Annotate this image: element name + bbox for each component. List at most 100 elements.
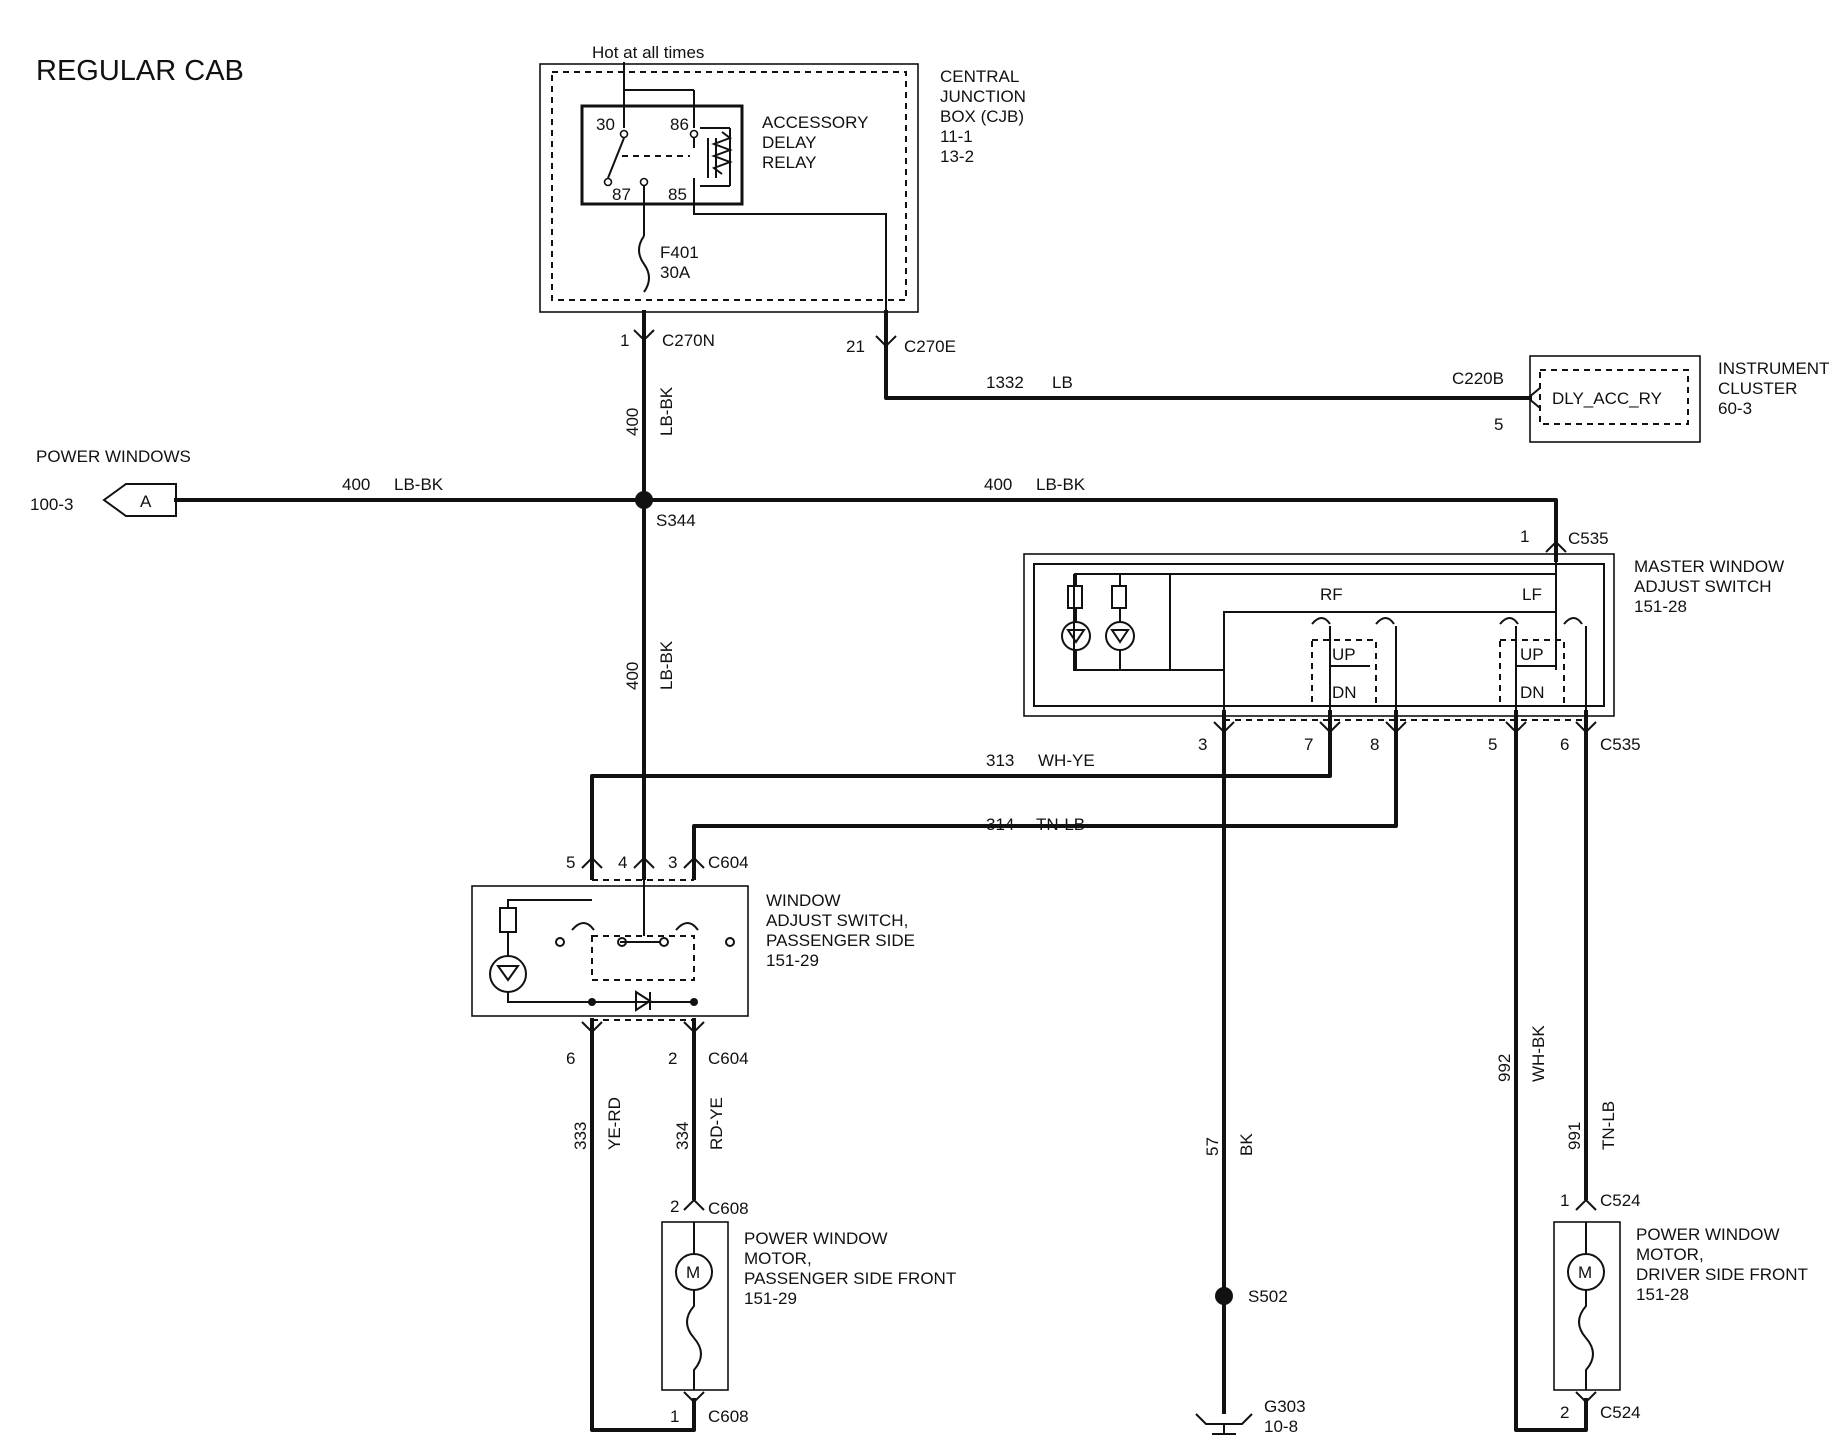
wire-313-circuit: 313 — [986, 751, 1014, 770]
passenger-switch-pin-2: 2 — [668, 1049, 677, 1068]
wire-333-circuit: 333 — [571, 1122, 590, 1150]
passenger-motor-label-3: PASSENGER SIDE FRONT — [744, 1269, 956, 1288]
wire-400-right-circuit: 400 — [984, 475, 1012, 494]
connector-c270n: 1 C270N — [620, 329, 715, 350]
instrument-cluster: C220B 5 DLY_ACC_RY INSTRUMENT CLUSTER 60… — [1452, 355, 1829, 443]
relay-label-line2: DELAY — [762, 133, 817, 152]
splice-s502-label: S502 — [1248, 1287, 1288, 1306]
power-windows-label: POWER WINDOWS — [36, 447, 191, 466]
relay-pin-85: 85 — [668, 185, 687, 204]
wire-400-low-circuit: 400 — [623, 662, 642, 690]
driver-motor-label-2: MOTOR, — [1636, 1245, 1704, 1264]
wire-313 — [590, 710, 1332, 880]
c270e-label: C270E — [904, 337, 956, 356]
master-rf-label: RF — [1320, 585, 1343, 604]
cjb-dashed-boundary — [551, 71, 907, 301]
connector-a-label: A — [140, 492, 152, 511]
master-lf-label: LF — [1522, 585, 1542, 604]
passenger-motor-bottom-pin: 1 — [670, 1407, 679, 1426]
c270n-pin: 1 — [620, 331, 629, 350]
passenger-switch-label-1: WINDOW — [766, 891, 841, 910]
instrument-cluster-label-2: CLUSTER — [1718, 379, 1797, 398]
master-switch-label-2: ADJUST SWITCH — [1634, 577, 1772, 596]
wire-1332-color: LB — [1052, 373, 1073, 392]
passenger-switch-pin-5: 5 — [566, 853, 575, 872]
driver-motor-bottom-pin: 2 — [1560, 1403, 1569, 1422]
splice-s344-label: S344 — [656, 511, 696, 530]
wire-400-top-circuit: 400 — [623, 408, 642, 436]
wire-400-horizontal — [174, 498, 1558, 562]
power-windows-connector-a: POWER WINDOWS 100-3 A — [30, 447, 191, 517]
master-switch-label-3: 151-28 — [1634, 597, 1687, 616]
cjb-label-line2: JUNCTION — [940, 87, 1026, 106]
c270e-pin: 21 — [846, 337, 865, 356]
master-top-pin: 1 — [1520, 527, 1529, 546]
passenger-switch-label-4: 151-29 — [766, 951, 819, 970]
wire-992-circuit: 992 — [1495, 1054, 1514, 1082]
power-windows-page: 100-3 — [30, 495, 73, 514]
wire-992-color: WH-BK — [1529, 1025, 1548, 1082]
driver-motor-label-3: DRIVER SIDE FRONT — [1636, 1265, 1808, 1284]
wire-314 — [692, 710, 1398, 880]
relay-label-line3: RELAY — [762, 153, 817, 172]
wire-labels: 400 LB-BK 400 LB-BK 400 LB-BK 400 LB-BK … — [342, 373, 1618, 1156]
master-pin-7: 7 — [1304, 735, 1313, 754]
wire-333-color: YE-RD — [605, 1097, 624, 1150]
instrument-cluster-label-1: INSTRUMENT — [1718, 359, 1829, 378]
fuse-rating: 30A — [660, 263, 691, 282]
diagram-title: REGULAR CAB — [36, 55, 244, 87]
ground-icon — [1195, 1413, 1253, 1425]
passenger-switch-top-connector: C604 — [708, 853, 749, 872]
relay-pin-30: 30 — [596, 115, 615, 134]
wire-1332-circuit: 1332 — [986, 373, 1024, 392]
master-pin-3: 3 — [1198, 735, 1207, 754]
driver-motor-top-connector: C524 — [1600, 1191, 1641, 1210]
fuse-name: F401 — [660, 243, 699, 262]
wire-1332 — [884, 310, 1532, 400]
splice-s344-dot — [635, 491, 653, 509]
master-pin-5: 5 — [1488, 735, 1497, 754]
c220b-pin: 5 — [1494, 415, 1503, 434]
wire-991-circuit: 991 — [1565, 1122, 1584, 1150]
passenger-switch-led-icon — [489, 955, 527, 993]
passenger-window-adjust-switch: 5 4 3 C604 6 2 C604 WINDOW ADJUST SWITCH… — [471, 853, 915, 1068]
connector-c270e: 21 C270E — [846, 335, 956, 356]
ground-page: 10-8 — [1264, 1417, 1298, 1436]
svg-text:M: M — [686, 1263, 700, 1282]
c220b-label: C220B — [1452, 369, 1504, 388]
wire-400-low-color: LB-BK — [657, 640, 676, 690]
driver-motor-bottom-connector: C524 — [1600, 1403, 1641, 1422]
passenger-motor-label-4: 151-29 — [744, 1289, 797, 1308]
wire-57-circuit: 57 — [1203, 1137, 1222, 1156]
wire-333 — [590, 1018, 696, 1432]
driver-motor-label-4: 151-28 — [1636, 1285, 1689, 1304]
instrument-cluster-label-3: 60-3 — [1718, 399, 1752, 418]
fuse-f401-icon — [638, 235, 650, 293]
wire-400-left-circuit: 400 — [342, 475, 370, 494]
relay-pin-87: 87 — [612, 185, 631, 204]
passenger-switch-label-2: ADJUST SWITCH, — [766, 911, 908, 930]
master-led-1-icon — [1061, 621, 1091, 651]
cjb-label-line4: 11-1 — [940, 127, 973, 146]
wire-992 — [1514, 710, 1588, 1432]
master-window-adjust-switch: 1 C535 RF LF UP DN UP DN 3 7 8 5 6 C53 — [1023, 527, 1784, 754]
cjb-label-line1: CENTRAL — [940, 67, 1019, 86]
hot-at-all-times-label: Hot at all times — [592, 43, 704, 62]
master-top-connector: C535 — [1568, 529, 1609, 548]
relay-label-line1: ACCESSORY — [762, 113, 868, 132]
wire-313-color: WH-YE — [1038, 751, 1095, 770]
passenger-window-motor: 2 C608 M 1 C608 POWER WINDOW MOTOR, PASS… — [661, 1197, 956, 1426]
master-led-2-icon — [1105, 621, 1135, 651]
passenger-switch-bottom-connector: C604 — [708, 1049, 749, 1068]
svg-text:M: M — [1578, 1263, 1592, 1282]
cjb-label-line5: 13-2 — [940, 147, 974, 166]
master-rf-up: UP — [1332, 645, 1356, 664]
passenger-motor-label-2: MOTOR, — [744, 1249, 812, 1268]
master-pin-8: 8 — [1370, 735, 1379, 754]
driver-window-motor: 1 C524 M 2 C524 POWER WINDOW MOTOR, DRIV… — [1553, 1191, 1808, 1422]
wire-400-right-color: LB-BK — [1036, 475, 1086, 494]
passenger-motor-top-connector: C608 — [708, 1199, 749, 1218]
master-lf-dn: DN — [1520, 683, 1545, 702]
passenger-motor-bottom-connector: C608 — [708, 1407, 749, 1426]
